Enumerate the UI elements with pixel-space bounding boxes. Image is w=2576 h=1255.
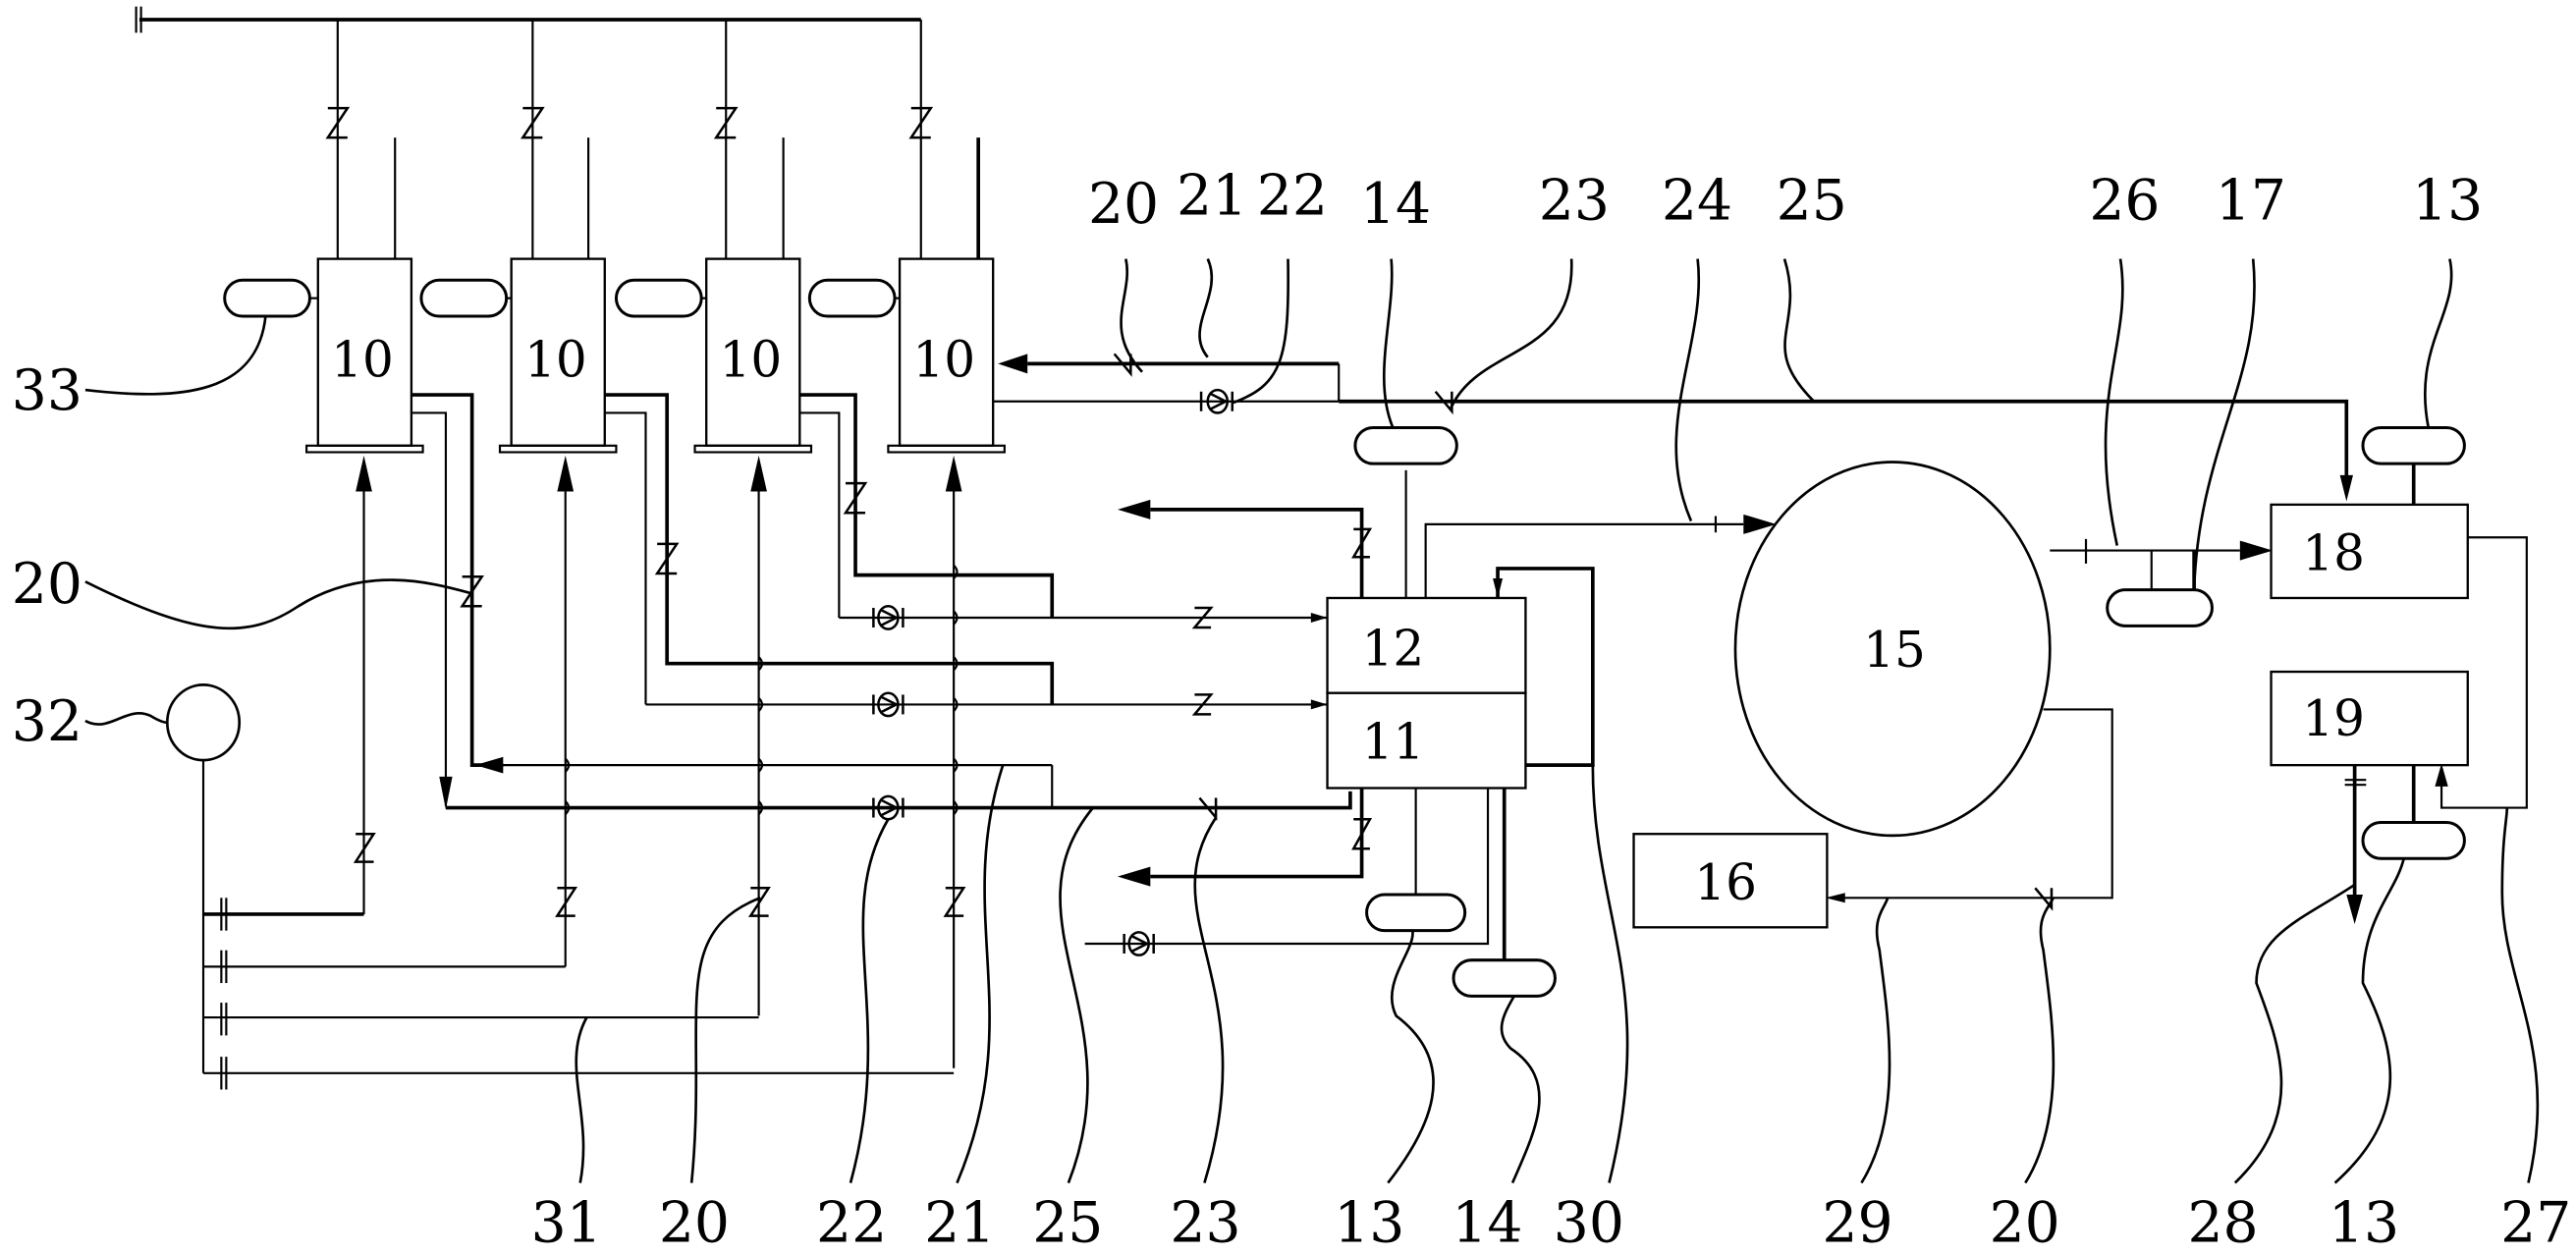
pump-icon xyxy=(1123,931,1155,956)
callout-20-left: 20 xyxy=(12,552,82,617)
reactor-2: 10 xyxy=(498,257,618,454)
pump-icon xyxy=(1199,388,1234,414)
reactor-group: 10 10 10 10 xyxy=(223,20,1006,1068)
check-valves-top xyxy=(325,106,934,139)
callout-20-b2: 20 xyxy=(1990,1191,2060,1255)
unit-12: 12 xyxy=(1326,596,1527,694)
callout-25-top: 25 xyxy=(1777,169,1847,234)
unit-11-12-connections xyxy=(1084,425,1777,998)
top-header-pipe xyxy=(135,6,921,33)
callout-30: 30 xyxy=(1554,1191,1624,1255)
unit-18: 18 xyxy=(2270,425,2528,809)
callout-28: 28 xyxy=(2187,1191,2258,1255)
callout-20-top: 20 xyxy=(1088,172,1159,237)
reactor-1-label: 10 xyxy=(331,332,394,389)
callout-22-bottom: 22 xyxy=(816,1191,887,1255)
reactor-2-label: 10 xyxy=(524,332,587,389)
callout-14-top: 14 xyxy=(1360,172,1431,237)
callout-13-b1: 13 xyxy=(1334,1191,1404,1255)
buffer-tanks xyxy=(223,278,901,318)
reactor-1: 10 xyxy=(305,257,424,454)
callout-23-bottom: 23 xyxy=(1170,1191,1240,1255)
unit-32 xyxy=(165,683,966,1090)
unit-11-label: 11 xyxy=(1362,713,1425,770)
callout-21-top: 21 xyxy=(1177,164,1247,229)
callout-31: 31 xyxy=(531,1191,602,1255)
pump-icon xyxy=(872,794,904,821)
unit-15-label: 15 xyxy=(1863,622,1926,679)
reactor-4-label: 10 xyxy=(912,332,975,389)
callouts-left: 33 20 32 xyxy=(12,358,82,754)
callout-17-top: 17 xyxy=(2216,169,2286,234)
reactor-3: 10 xyxy=(693,257,813,454)
callout-32: 32 xyxy=(12,689,82,754)
callout-13-b2: 13 xyxy=(2329,1191,2399,1255)
callout-14-bottom: 14 xyxy=(1452,1191,1522,1255)
pump-icon xyxy=(872,605,904,630)
reactor-3-label: 10 xyxy=(720,332,783,389)
callouts-bottom: 31 20 22 21 25 23 13 14 30 29 20 28 13 2… xyxy=(531,1191,2572,1255)
manifold-lines xyxy=(445,564,1352,821)
callout-27: 27 xyxy=(2500,1191,2571,1255)
unit-11: 11 xyxy=(1326,691,1527,790)
callout-13-top: 13 xyxy=(2412,169,2483,234)
unit-16-label: 16 xyxy=(1694,854,1757,911)
unit-16: 16 xyxy=(1632,833,1829,929)
unit-15: 15 xyxy=(1733,461,2274,911)
callout-21-bottom: 21 xyxy=(924,1191,995,1255)
outlet-check-valves xyxy=(460,481,868,608)
bottom-feed-lines xyxy=(356,455,962,1068)
leader-lines xyxy=(84,258,2540,1184)
callout-20-b1: 20 xyxy=(659,1191,730,1255)
callouts-top: 20 21 22 14 23 24 25 26 17 13 xyxy=(1088,164,2483,237)
header-drops xyxy=(336,20,981,259)
unit-12-label: 12 xyxy=(1362,620,1425,677)
callout-33: 33 xyxy=(12,358,82,423)
callout-22-top: 22 xyxy=(1257,164,1328,229)
unit-18-label: 18 xyxy=(2302,525,2365,582)
unit-19-label: 19 xyxy=(2302,690,2365,747)
reactor-4: 10 xyxy=(887,257,1006,454)
return-line-upper xyxy=(998,353,2353,502)
callout-23-top: 23 xyxy=(1539,169,1610,234)
callout-25-bottom: 25 xyxy=(1032,1191,1103,1255)
callout-24-top: 24 xyxy=(1662,169,1732,234)
callout-29: 29 xyxy=(1822,1191,1892,1255)
callout-26-top: 26 xyxy=(2089,169,2160,234)
unit-19: 19 xyxy=(2270,670,2469,924)
reactor-outlet-lines xyxy=(411,393,1340,810)
pump-icon xyxy=(872,691,904,718)
